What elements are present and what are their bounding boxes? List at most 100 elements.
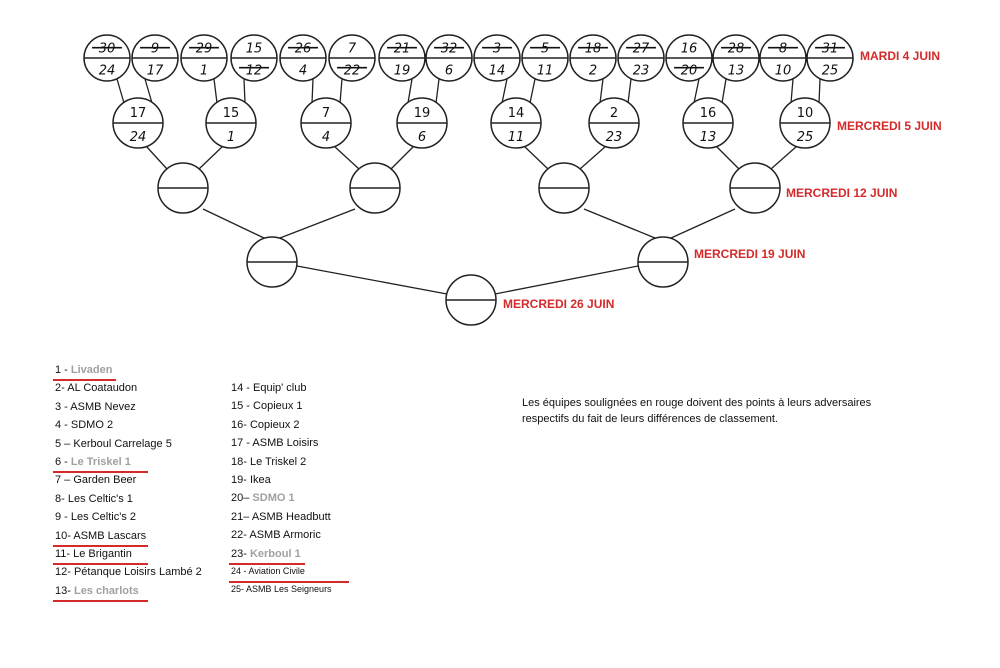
seed-bottom: 11 [537, 64, 554, 79]
red-underline [53, 563, 148, 565]
team-left-item: 11- Le Brigantin [55, 548, 132, 560]
seed-top: 18 [585, 41, 602, 56]
team-left-item: 10- ASMB Lascars [55, 530, 146, 542]
team-number: 6 - [55, 456, 71, 468]
seed-top: 8 [779, 41, 787, 56]
team-number: 12- [55, 566, 74, 579]
team-number: 22- [231, 529, 250, 542]
seed-bottom: 4 [322, 130, 330, 145]
team-name: ASMB Lascars [73, 529, 147, 542]
seed-top: 19 [414, 106, 431, 121]
connector-line [311, 78, 314, 104]
team-name: - Aviation Civile [243, 566, 305, 576]
match-r3-4 [729, 162, 781, 214]
team-name: Le Brigantin [73, 548, 132, 560]
connector-line [693, 78, 700, 104]
seed-bottom: 6 [445, 64, 453, 79]
round-label-r3: MERCREDI 12 JUIN [786, 186, 898, 200]
team-number: 9 - [55, 511, 71, 524]
red-underline [229, 562, 305, 565]
team-right-item: 18- Le Triskel 2 [231, 456, 306, 468]
seed-top: 16 [681, 41, 698, 56]
seed-top: 5 [541, 41, 549, 56]
match-final [445, 274, 497, 326]
connector-line [583, 208, 656, 239]
match-r1-2: 917 [131, 34, 179, 82]
team-name: Kerboul 1 [249, 547, 301, 560]
connector-line [599, 78, 604, 104]
seed-bottom: 4 [299, 64, 307, 79]
seed-top: 26 [295, 41, 312, 56]
team-name: SDMO 2 [70, 419, 114, 432]
seed-bottom: 17 [147, 64, 164, 79]
seed-bottom: 2 [589, 64, 597, 79]
team-left-item: 9 - Les Celtic's 2 [55, 511, 136, 523]
seed-bottom: 13 [728, 64, 745, 79]
connector-line [670, 208, 736, 239]
tournament-bracket: 3024917291151226472221193263145111822723… [83, 34, 854, 326]
connector-line [333, 145, 360, 170]
red-underline [229, 581, 349, 583]
seed-top: 2 [610, 106, 618, 121]
match-r4-2 [637, 236, 689, 288]
match-r1-10: 5 11 [521, 34, 569, 82]
team-number: 23- [231, 547, 250, 560]
team-name: SDMO 1 [252, 492, 295, 505]
team-name: ASMB Headbutt [251, 510, 331, 523]
connector-line [144, 78, 153, 104]
team-right-item: 23- Kerboul 1 [231, 548, 301, 560]
team-number: 15 - [231, 400, 254, 413]
team-right-item: 17 - ASMB Loisirs [231, 437, 318, 449]
team-number: 2- [55, 382, 68, 395]
connector-line [145, 145, 168, 170]
connector-line [407, 78, 413, 104]
match-r2-2: 151 [205, 97, 257, 149]
team-right-item: 22- ASMB Armoric [231, 529, 321, 541]
team-name: Pétanque Loisirs Lambé 2 [73, 566, 202, 579]
team-number: 3 - [55, 400, 71, 413]
team-name: ASMB Loisirs [252, 437, 319, 450]
round-label-r1: MARDI 4 JUIN [860, 49, 941, 63]
team-right-item: 16- Copieux 2 [231, 419, 300, 431]
team-right-item: 21– ASMB Headbutt [231, 511, 331, 523]
match-r1-9: 314 [473, 34, 521, 82]
connector-line [279, 208, 356, 239]
seed-bottom: 13 [700, 130, 717, 145]
team-left-item: 6 - Le Triskel 1 [55, 456, 131, 468]
round-label-r2: MERCREDI 5 JUIN [837, 119, 942, 133]
team-name: Les Celtic's 2 [70, 511, 136, 524]
connector-line [116, 78, 125, 104]
team-number: 7 – [55, 474, 74, 487]
match-r2-6: 2 23 [588, 97, 640, 149]
match-r3-1 [157, 162, 209, 214]
match-r3-2 [349, 162, 401, 214]
seed-top: 31 [822, 41, 839, 56]
team-left-item: 13- Les charlots [55, 585, 139, 597]
team-name: Kerboul Carrelage 5 [73, 437, 172, 450]
team-number: 25- [231, 584, 247, 595]
match-r2-4: 196 [396, 97, 448, 149]
team-left-item: 1 - Livaden [55, 364, 112, 376]
seed-top: 10 [797, 106, 814, 121]
round-label-final: MERCREDI 26 JUIN [503, 297, 615, 311]
connector-line [501, 78, 508, 104]
match-r1-8: 326 [425, 34, 473, 82]
connector-line [243, 78, 246, 104]
seed-bottom: 24 [99, 64, 116, 79]
team-name: Garden Beer [73, 474, 137, 487]
team-name: AL Coataudon [67, 382, 138, 395]
seed-bottom: 23 [606, 130, 623, 145]
team-name: Le Triskel 2 [249, 455, 307, 468]
connector-line [627, 78, 632, 104]
connector-lines [116, 78, 821, 295]
seed-bottom: 1 [227, 130, 235, 145]
seed-top: 21 [394, 41, 411, 56]
connector-line [715, 145, 740, 170]
connector-line [435, 78, 440, 104]
team-number: 11- [55, 548, 74, 560]
seed-top: 27 [633, 41, 650, 56]
